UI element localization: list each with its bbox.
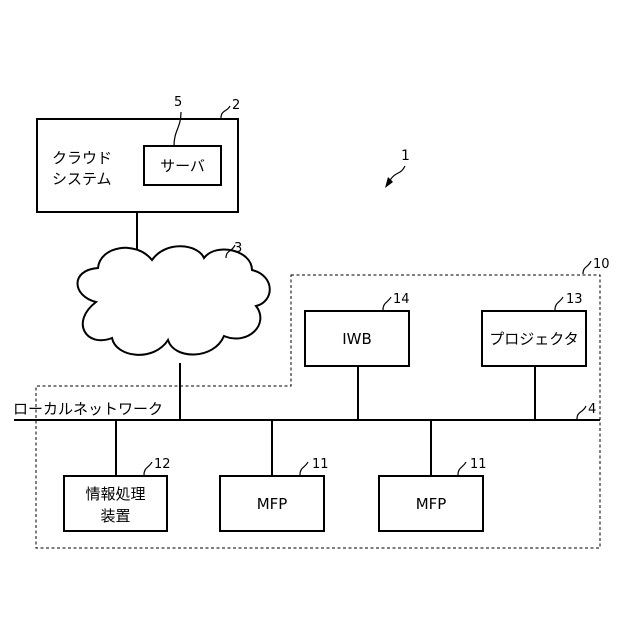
- local-group-ref: 10: [593, 257, 610, 272]
- iwb-ref: 14: [393, 292, 410, 307]
- mfp-2-label: MFP: [416, 495, 447, 513]
- iwb-leader-line: [383, 297, 391, 310]
- local-group-leader-line: [583, 261, 591, 274]
- projector-leader-line: [555, 297, 563, 310]
- mfp-1-ref: 11: [312, 457, 329, 472]
- local-network-leader-line: [577, 406, 586, 419]
- local-network-label: ローカルネットワーク: [13, 400, 163, 418]
- info-processor-ref: 12: [154, 457, 171, 472]
- cloud-system-label-line2: システム: [52, 170, 112, 188]
- server-label: サーバ: [160, 157, 205, 175]
- projector-label: プロジェクタ: [489, 330, 578, 348]
- system-ref-arrow-line: [389, 166, 405, 182]
- cloud-system-ref: 2: [232, 98, 240, 113]
- server-ref: 5: [174, 95, 182, 110]
- info-processor-label-line1: 情報処理: [85, 485, 145, 503]
- mfp-1-label: MFP: [257, 495, 288, 513]
- mfp-2-leader-line: [458, 462, 466, 475]
- system-ref: 1: [401, 148, 410, 164]
- info-processor-label-line2: 装置: [100, 507, 130, 525]
- cloud-system-leader-line: [221, 106, 230, 118]
- iwb-label: IWB: [342, 330, 372, 348]
- cloud-system-label-line1: クラウド: [52, 149, 112, 167]
- local-network-ref: 4: [588, 402, 596, 417]
- projector-ref: 13: [566, 292, 583, 307]
- info-processor-leader-line: [144, 462, 152, 475]
- mfp-1-leader-line: [300, 462, 308, 475]
- mfp-2-ref: 11: [470, 457, 487, 472]
- network-cloud-ref: 3: [234, 241, 242, 256]
- network-cloud-shape: [78, 246, 270, 355]
